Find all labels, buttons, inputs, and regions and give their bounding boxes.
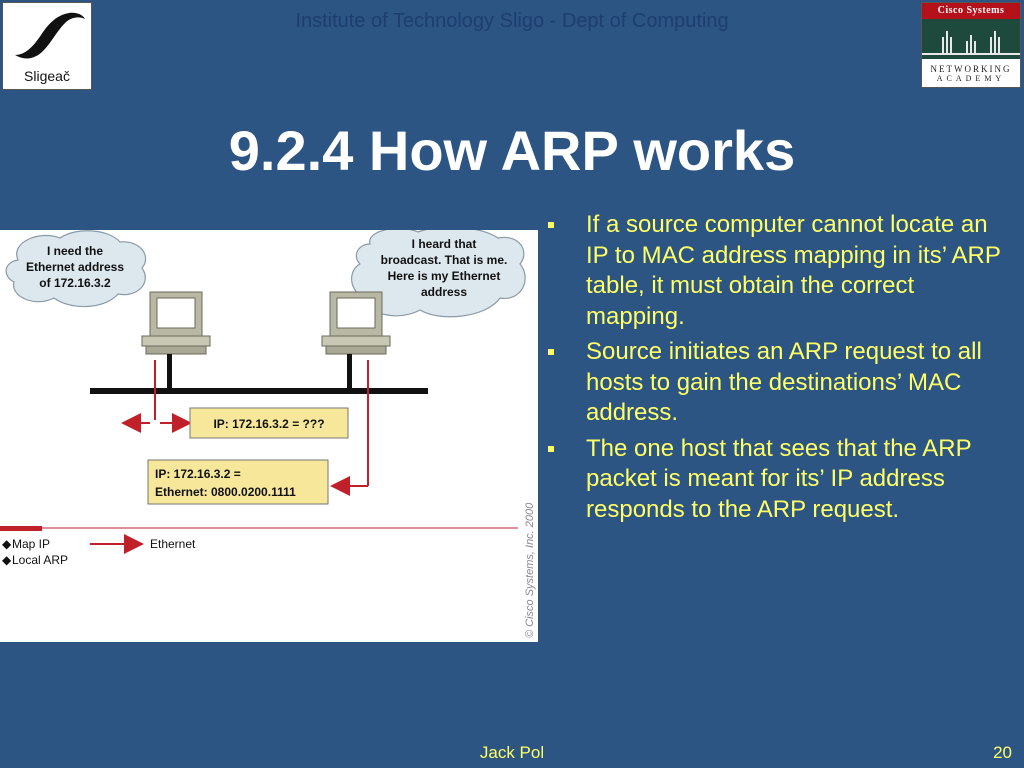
left-cloud-line-2: Ethernet address xyxy=(26,260,124,274)
ethernet-bus xyxy=(90,388,428,394)
footer-author: Jack Pol xyxy=(479,743,545,762)
left-drop-cable xyxy=(167,354,172,390)
diagram-copyright: © Cisco Systems, Inc. 2000 xyxy=(524,502,536,638)
cisco-academy-logo: Cisco Systems NETWORKING ACADEMY xyxy=(921,2,1021,88)
arp-reply-line-2: Ethernet: 0800.0200.1111 xyxy=(155,485,296,499)
legend-ethernet: Ethernet xyxy=(150,537,196,551)
legend-local-arp: Local ARP xyxy=(12,553,68,567)
left-speech-cloud: I need the Ethernet address of 172.16.3.… xyxy=(5,230,147,308)
sligo-logo-text: Sligeač xyxy=(24,68,70,84)
arp-reply-box: IP: 172.16.3.2 = Ethernet: 0800.0200.111… xyxy=(147,459,329,505)
arp-diagram: I need the Ethernet address of 172.16.3.… xyxy=(0,226,538,642)
right-cloud-line-2: broadcast. That is me. xyxy=(381,253,508,267)
right-computer-icon xyxy=(321,291,391,355)
arp-request-box: IP: 172.16.3.2 = ??? xyxy=(189,407,349,439)
cisco-bridge-icon xyxy=(922,19,1020,59)
arp-request-text: IP: 172.16.3.2 = ??? xyxy=(213,417,324,431)
bullet-item: Source initiates an ARP request to all h… xyxy=(548,337,1008,429)
right-cloud-line-4: address xyxy=(421,285,467,299)
cisco-logo-networking: NETWORKING xyxy=(930,64,1012,74)
footer-page-number: 20 xyxy=(993,743,1012,762)
arp-reply-line-1: IP: 172.16.3.2 = xyxy=(155,467,241,481)
bullet-text: Source initiates an ARP request to all h… xyxy=(586,338,982,426)
left-cloud-line-3: of 172.16.3.2 xyxy=(39,276,111,290)
cisco-logo-title: Cisco Systems xyxy=(922,3,1020,19)
legend-accent-bar xyxy=(0,526,42,531)
left-computer-icon xyxy=(141,291,211,355)
cisco-logo-academy: ACADEMY xyxy=(936,74,1006,83)
left-cloud-line-1: I need the xyxy=(47,244,103,258)
right-speech-cloud: I heard that broadcast. That is me. Here… xyxy=(351,226,526,318)
bullet-square-icon xyxy=(548,349,554,355)
legend-diamond-2-icon: ◆ xyxy=(2,553,12,567)
bullet-item: The one host that sees that the ARP pack… xyxy=(548,434,1008,526)
sligo-swan-icon: Sligeač xyxy=(15,12,85,84)
right-cloud-line-1: I heard that xyxy=(412,237,477,251)
bullet-square-icon xyxy=(548,445,554,452)
bullet-square-icon xyxy=(548,222,554,228)
right-drop-cable xyxy=(347,354,352,390)
legend-diamond-1-icon: ◆ xyxy=(2,537,12,551)
bullet-item: If a source computer cannot locate an IP… xyxy=(548,210,1008,332)
sligo-logo: Sligeač xyxy=(2,2,92,90)
slide-title: 9.2.4 How ARP works xyxy=(228,119,796,182)
legend-map-ip: Map IP xyxy=(12,537,50,551)
bullet-list: If a source computer cannot locate an IP… xyxy=(548,210,1008,530)
bullet-text: The one host that sees that the ARP pack… xyxy=(586,434,972,523)
bullet-text: If a source computer cannot locate an IP… xyxy=(586,211,1001,330)
right-cloud-line-3: Here is my Ethernet xyxy=(388,269,501,283)
institute-header: Institute of Technology Sligo - Dept of … xyxy=(295,10,729,32)
